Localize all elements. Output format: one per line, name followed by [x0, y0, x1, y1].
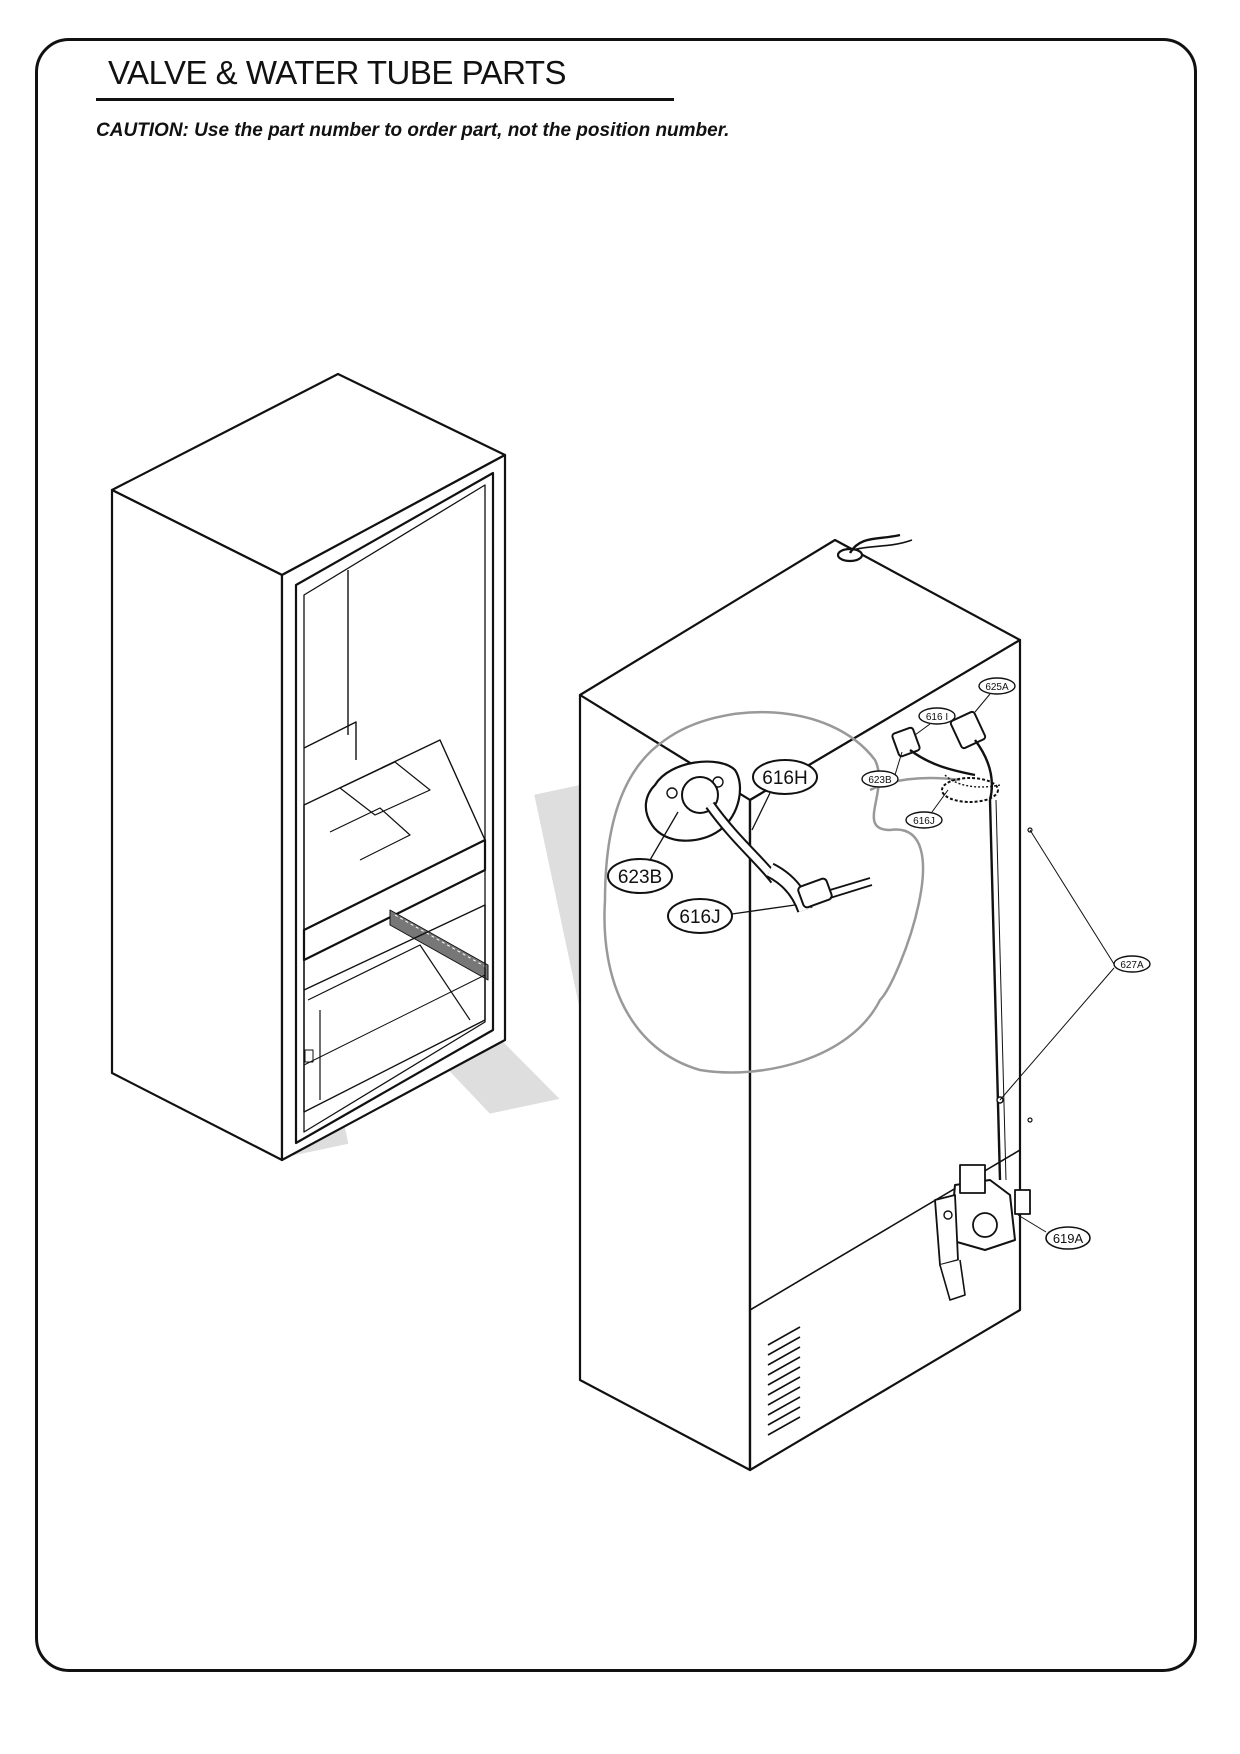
page-title: VALVE & WATER TUBE PARTS: [108, 54, 567, 91]
svg-text:627A: 627A: [1120, 960, 1144, 971]
svg-text:623B: 623B: [868, 775, 892, 786]
svg-text:616J: 616J: [679, 907, 720, 928]
cabinet-front-view: [110, 372, 507, 1162]
callout-627a-small: 627A: [999, 829, 1151, 1101]
svg-text:616J: 616J: [913, 816, 935, 827]
callout-616h: 616H: [751, 759, 818, 831]
svg-text:616H: 616H: [762, 768, 807, 789]
svg-text:623B: 623B: [618, 867, 662, 888]
module-625a: [949, 710, 987, 750]
title-underline: [96, 98, 674, 101]
callout-619a: 619A: [1017, 1214, 1091, 1250]
callout-623b-small: 623B: [861, 751, 903, 788]
callout-625a-small: 625A: [974, 677, 1016, 713]
detail-parts: [644, 760, 873, 913]
svg-text:616 I: 616 I: [926, 712, 948, 723]
detail-bubble: [603, 710, 925, 1074]
caution-note: CAUTION: Use the part number to order pa…: [96, 120, 730, 141]
page-border: [35, 38, 1197, 1672]
callout-616j: 616J: [667, 898, 796, 934]
grommet-616i: [891, 726, 921, 758]
callout-616i-small: 616 I: [914, 707, 956, 736]
callout-623b: 623B: [607, 811, 679, 894]
svg-text:619A: 619A: [1053, 1231, 1084, 1246]
valve-assembly-parts: [891, 710, 1033, 1301]
callout-616j-small: 616J: [905, 789, 949, 829]
svg-text:625A: 625A: [985, 682, 1009, 693]
